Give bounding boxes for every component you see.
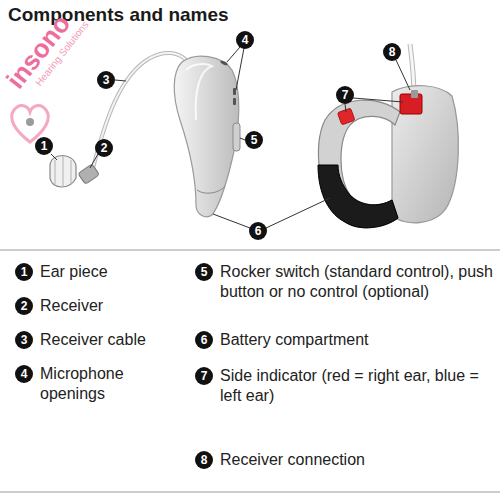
part-name: Battery compartment [220, 330, 495, 350]
callout-number-text: 4 [236, 31, 254, 49]
callout-number-text: 1 [15, 263, 33, 281]
callout-number: 1 [35, 137, 53, 155]
microphone-opening [233, 98, 236, 105]
callout-number: 8 [383, 43, 401, 61]
leader-line [213, 214, 250, 228]
receiver-cable-highlight [92, 53, 186, 172]
callout-number: 2 [95, 139, 113, 157]
receiver-cable [92, 53, 186, 172]
microphone-opening [220, 60, 229, 66]
callout-number: 3 [15, 331, 33, 349]
callout-number-text: 8 [383, 43, 401, 61]
callout-circle-fill [336, 86, 354, 104]
callout-number-text: 5 [195, 263, 213, 281]
callout-circle-fill [195, 331, 213, 349]
callout-number: 2 [15, 297, 33, 315]
callout-number: 7 [195, 367, 213, 385]
callout-circle-fill [249, 222, 267, 240]
battery-compartment-seam [197, 186, 225, 193]
callout-number: 4 [15, 365, 33, 383]
callout-circle-fill [35, 137, 53, 155]
separator-line [0, 250, 500, 251]
callout-circle-fill [195, 263, 213, 281]
part-name: Ear piece [40, 262, 170, 282]
part-name: Side indicator (red = right ear, blue = … [220, 366, 495, 406]
callout-number-text: 5 [245, 131, 263, 149]
callout-number-text: 7 [195, 367, 213, 385]
callout-circle-fill [15, 297, 33, 315]
callout-number-text: 4 [15, 365, 33, 383]
logo-heart [12, 106, 49, 142]
callout-circle-fill [15, 263, 33, 281]
callout-circle-fill [195, 451, 213, 469]
callout-number: 3 [97, 71, 115, 89]
leader-lines [51, 47, 410, 228]
part-name: Microphone openings [40, 364, 160, 404]
leader-line [227, 47, 240, 62]
leader-line [240, 138, 245, 140]
callout-number-text: 2 [95, 139, 113, 157]
device-body [174, 56, 239, 217]
body-highlight [186, 64, 212, 120]
callout-circle-fill [383, 43, 401, 61]
callout-number-text: 7 [336, 86, 354, 104]
part-name: Rocker switch (standard control), push b… [220, 262, 495, 302]
callout-number: 6 [249, 222, 267, 240]
callout-number: 5 [195, 263, 213, 281]
callout-number: 6 [195, 331, 213, 349]
device-body [392, 86, 458, 223]
receiver [78, 164, 99, 184]
separator-line [0, 492, 500, 493]
callout-number-text: 6 [249, 222, 267, 240]
leader-line [115, 80, 126, 81]
battery-door-dark [318, 165, 398, 228]
callout-number-text: 8 [195, 451, 213, 469]
part-name: Receiver [40, 296, 170, 316]
callout-circle-fill [97, 71, 115, 89]
callout-circle-fill [15, 365, 33, 383]
callout-circle-fill [95, 139, 113, 157]
leader-line [345, 104, 346, 112]
callout-circle-fill [236, 31, 254, 49]
leader-line [51, 154, 57, 160]
callout-number: 7 [336, 86, 354, 104]
leader-line [353, 98, 403, 102]
callout-number-text: 3 [97, 71, 115, 89]
callout-number-text: 2 [15, 297, 33, 315]
leader-line [90, 154, 98, 168]
callout-circle-fill [245, 131, 263, 149]
callout-number: 8 [195, 451, 213, 469]
callout-number-text: 6 [195, 331, 213, 349]
callout-number: 5 [245, 131, 263, 149]
callout-circle-fill [15, 331, 33, 349]
callout-number-text: 1 [35, 137, 53, 155]
rocker-switch [233, 123, 240, 151]
callout-number: 4 [236, 31, 254, 49]
microphone-opening [233, 88, 236, 95]
callout-number: 1 [15, 263, 33, 281]
part-name: Receiver connection [220, 450, 495, 470]
receiver-connection [411, 90, 418, 98]
logo-dot [26, 118, 34, 126]
ear-piece-vents [55, 156, 71, 187]
leader-line [396, 60, 410, 90]
leader-line [266, 198, 330, 228]
logo-mark [12, 106, 49, 142]
battery-door [318, 100, 400, 228]
ear-piece [50, 156, 76, 188]
leader-line [236, 48, 244, 90]
callout-circle-fill [195, 367, 213, 385]
part-name: Receiver cable [40, 330, 170, 350]
callout-number-text: 3 [15, 331, 33, 349]
